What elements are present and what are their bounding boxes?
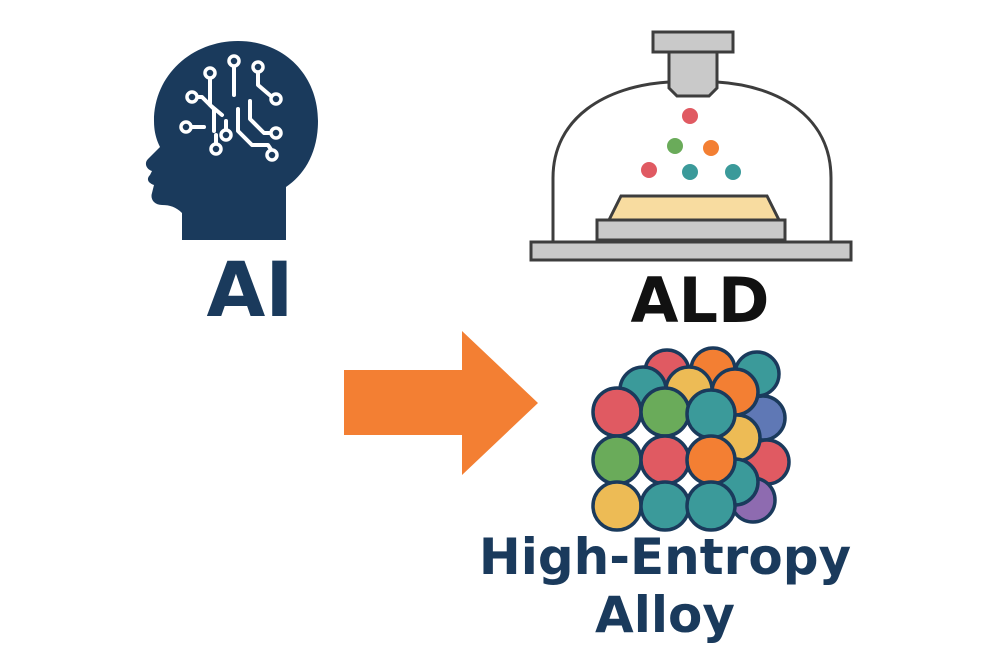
hea-label-line2: Alloy [595,586,735,644]
ai-label: AI [206,245,294,334]
atom-lattice-icon [591,346,791,532]
ald-label: ALD [630,264,770,337]
deposition-chamber-icon [529,30,853,262]
hea-label-line1: High-Entropy [478,528,852,586]
brain-circuit-head-icon [145,41,318,240]
right-arrow-icon [344,331,538,475]
